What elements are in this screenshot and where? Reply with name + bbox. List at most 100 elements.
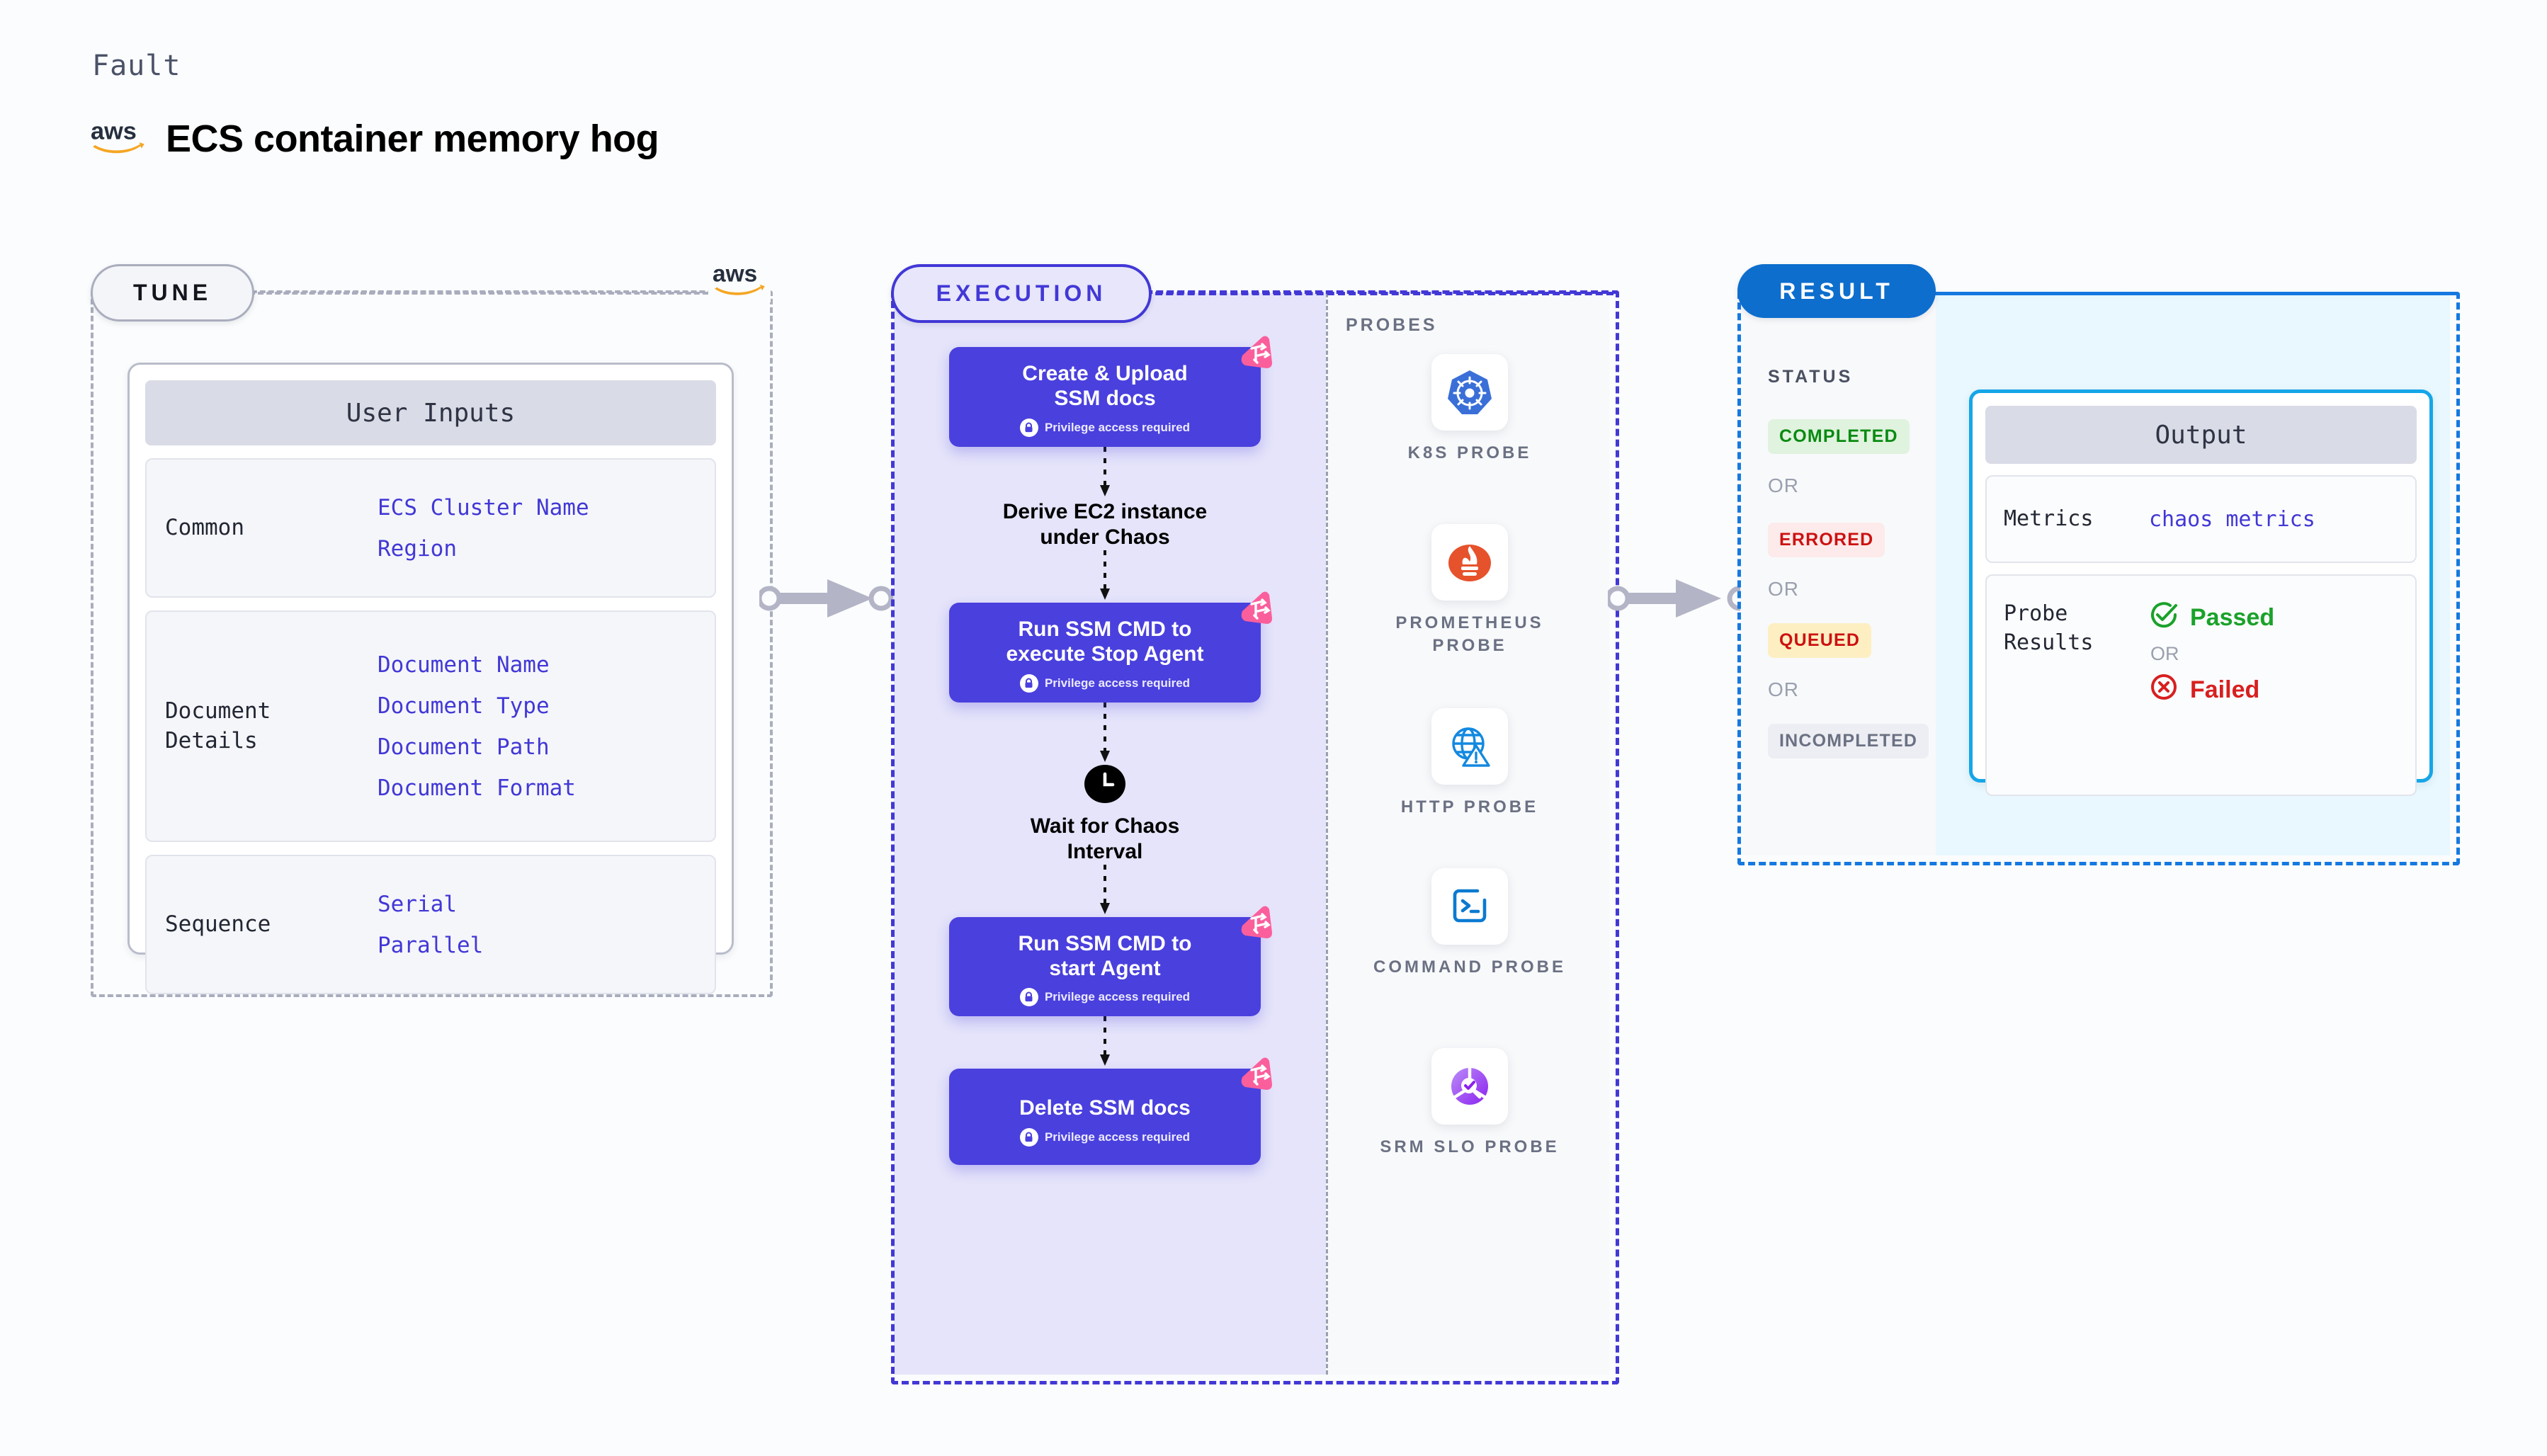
terminal-icon <box>1431 868 1508 945</box>
tune-value[interactable]: Document Path <box>378 734 550 760</box>
execution-node-title: Delete SSM docs <box>1019 1096 1191 1120</box>
execution-connector-dash <box>1145 292 1613 295</box>
probes-background <box>1326 293 1609 1375</box>
execution-node[interactable]: Delete SSM docs Privilege access require… <box>949 1057 1272 1165</box>
probe-label: PROMETHEUS PROBE <box>1395 613 1544 656</box>
output-metrics-row: Metrics chaos metrics <box>1985 475 2417 563</box>
probe-label: K8S PROBE <box>1407 443 1532 462</box>
aws-logo-icon: aws <box>91 118 146 161</box>
lock-icon <box>1019 1127 1038 1147</box>
status-badge-completed[interactable]: COMPLETED <box>1768 419 1910 454</box>
lock-icon <box>1019 418 1038 437</box>
chaos-ribbon-icon <box>1234 1056 1274 1093</box>
flow-arrow <box>949 446 1261 499</box>
tune-group-common: Common ECS Cluster Name Region <box>145 458 716 598</box>
execution-badge[interactable]: EXECUTION <box>891 264 1152 323</box>
svg-text:aws: aws <box>91 118 137 144</box>
chaos-ribbon-icon <box>1234 590 1274 627</box>
tune-connector-dash <box>249 292 717 295</box>
output-metrics-value[interactable]: chaos metrics <box>2149 506 2315 532</box>
tune-value[interactable]: Document Format <box>378 775 576 801</box>
tune-badge[interactable]: TUNE <box>91 264 254 322</box>
probes-divider <box>1326 293 1328 1375</box>
tune-group-key: Sequence <box>165 911 271 937</box>
output-metrics-key: Metrics <box>2004 506 2094 531</box>
connector-tune-to-execution <box>756 567 901 634</box>
tune-group-sequence: Sequence Serial Parallel <box>145 855 716 994</box>
x-circle-icon <box>2149 672 2179 708</box>
result-status-column <box>1740 295 1938 855</box>
probe-item-k8s[interactable]: K8S PROBE <box>1367 354 1572 465</box>
result-badge[interactable]: RESULT <box>1737 264 1936 318</box>
probe-result-passed-label: Passed <box>2190 604 2275 631</box>
tune-group-values: Serial Parallel <box>378 892 483 958</box>
check-circle-icon <box>2149 600 2179 636</box>
probe-label: HTTP PROBE <box>1400 797 1539 817</box>
status-or: OR <box>1768 578 1799 600</box>
status-or: OR <box>1768 474 1799 496</box>
lock-icon <box>1019 673 1038 693</box>
tune-value[interactable]: Serial <box>378 891 457 917</box>
tune-value[interactable]: Document Name <box>378 652 550 678</box>
srm-slo-icon <box>1431 1048 1508 1125</box>
tune-value[interactable]: Parallel <box>378 932 484 958</box>
probe-result-failed: Failed <box>2149 672 2274 708</box>
execution-background <box>894 293 1326 1375</box>
privilege-note: Privilege access required <box>960 988 1249 1007</box>
flow-arrow <box>949 550 1261 603</box>
tune-value[interactable]: Document Type <box>378 693 550 719</box>
probe-item-prometheus[interactable]: PROMETHEUS PROBE <box>1367 524 1572 658</box>
probe-result-failed-label: Failed <box>2190 676 2260 703</box>
page-title-row: aws ECS container memory hog <box>91 117 659 161</box>
privilege-note-label: Privilege access required <box>1044 990 1191 1004</box>
http-globe-icon <box>1431 708 1508 785</box>
clock-icon <box>1084 764 1125 807</box>
tune-aws-logo-icon: aws <box>708 261 771 302</box>
privilege-note-label: Privilege access required <box>1044 420 1191 434</box>
status-badge-errored[interactable]: ERRORED <box>1768 523 1885 557</box>
probe-result-or: OR <box>2150 643 2179 664</box>
output-probe-results-values: Passed OR Failed <box>2149 600 2274 708</box>
tune-group-values: Document Name Document Type Document Pat… <box>378 652 576 801</box>
user-inputs-card: User Inputs Common ECS Cluster Name Regi… <box>127 363 734 994</box>
kubernetes-icon <box>1431 354 1508 431</box>
privilege-note: Privilege access required <box>960 418 1249 437</box>
probe-item-http[interactable]: HTTP PROBE <box>1367 708 1572 819</box>
privilege-note: Privilege access required <box>960 673 1249 693</box>
output-title: Output <box>1985 406 2417 464</box>
lock-icon <box>1019 988 1038 1007</box>
status-or: OR <box>1768 678 1799 700</box>
chaos-ribbon-icon <box>1234 334 1274 371</box>
result-connector-dash <box>1936 292 2454 295</box>
chaos-ribbon-icon <box>1234 904 1274 941</box>
status-badge-queued[interactable]: QUEUED <box>1768 623 1872 658</box>
status-badge-incompleted[interactable]: INCOMPLETED <box>1768 724 1929 758</box>
tune-value[interactable]: ECS Cluster Name <box>378 494 589 521</box>
connector-execution-to-result <box>1605 567 1752 634</box>
tune-group-key: Common <box>165 514 244 540</box>
flow-arrow <box>949 1016 1261 1069</box>
tune-value[interactable]: Region <box>378 535 457 562</box>
probe-item-command[interactable]: COMMAND PROBE <box>1367 868 1572 979</box>
svg-text:aws: aws <box>713 261 757 287</box>
flow-arrow <box>949 702 1261 765</box>
probe-item-srm-slo[interactable]: SRM SLO PROBE <box>1367 1048 1572 1159</box>
flow-arrow <box>949 864 1261 917</box>
prometheus-icon <box>1431 524 1508 601</box>
privilege-note-label: Privilege access required <box>1044 1130 1191 1144</box>
status-title: STATUS <box>1768 367 1854 387</box>
